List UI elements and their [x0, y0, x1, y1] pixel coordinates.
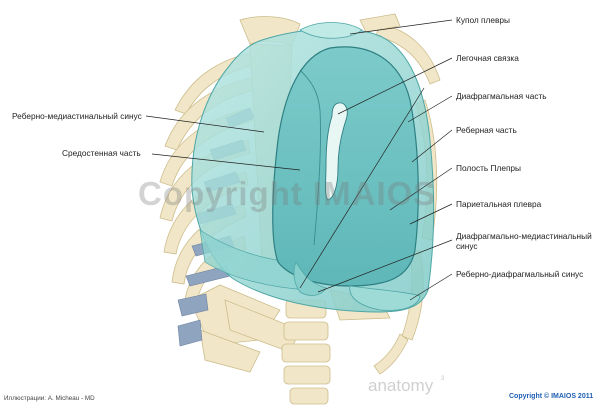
ribs-lower [189, 284, 391, 373]
pleural-cupola [299, 22, 363, 39]
costodiaphragmatic-recess [349, 285, 421, 311]
label-costomediastinal-sinus: Реберно-медиастинальный синус [12, 111, 142, 121]
watermark-text: Copyright IMAIOS [138, 175, 437, 212]
label-parietal-pleura: Париетальная плевра [456, 199, 542, 209]
label-cupola: Купол плевры [456, 15, 510, 25]
diaphragm-mediastinal-dip [293, 261, 327, 296]
pulmonary-ligament [325, 102, 348, 201]
label-pleural-cavity: Полость Плепры [456, 163, 522, 173]
illustration-credit: Иллюстрации: A. Micheau - MD [4, 395, 95, 402]
label-costal-part: Реберная часть [456, 125, 517, 135]
brand-watermark: anatomy [368, 376, 434, 395]
label-costodiaphragmatic-sinus: Реберно-диафрагмальный синус [456, 269, 584, 279]
mediastinal-line [299, 69, 321, 246]
brand-watermark-sup: 3 [441, 376, 445, 382]
label-diaphragmatic-part: Диафрагмальная часть [456, 91, 547, 101]
pleural-cavity [272, 46, 419, 287]
label-pulmonary-ligament: Легочная связка [456, 53, 519, 63]
label-phrenicomediastinal-sinus-line1: Диафрагмально-медиастинальный [456, 231, 592, 241]
leader-lines [145, 19, 453, 301]
vertebral-column [281, 299, 331, 405]
copyright-notice: Copyright © IMAIOS 2011 [509, 393, 594, 400]
label-phrenicomediastinal-sinus-line2: синус [456, 241, 478, 251]
label-mediastinal-part: Средостенная часть [62, 148, 141, 158]
